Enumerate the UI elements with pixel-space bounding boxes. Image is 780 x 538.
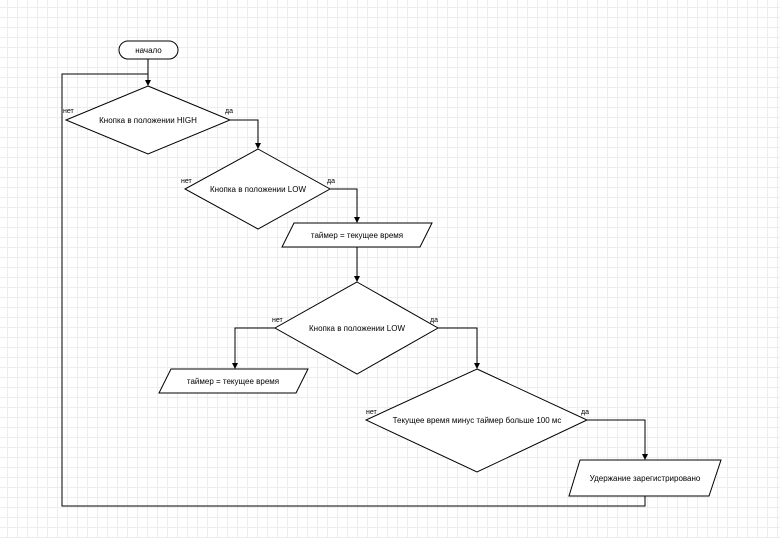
start-label: начало xyxy=(135,46,162,55)
set-timer-1-process: таймер = текущее время xyxy=(281,222,433,248)
set-timer-2-label: таймер = текущее время xyxy=(187,377,279,386)
edge-label-time-yes: да xyxy=(581,409,589,416)
decision-diamond xyxy=(364,368,589,473)
arrowhead xyxy=(354,217,360,223)
io-parallelogram xyxy=(281,222,433,248)
set-timer-1-label: таймер = текущее время xyxy=(311,231,403,240)
edge-low1-yes xyxy=(330,188,358,217)
check-low-2-decision: Кнопка в положении LOW xyxy=(273,281,440,375)
hold-registered-label: Удержание зарегистрировано xyxy=(590,474,701,483)
edge-high-yes xyxy=(230,119,259,143)
decision-diamond xyxy=(183,148,332,230)
arrowhead xyxy=(354,276,360,282)
edge-label-high-no: нет xyxy=(63,108,75,115)
check-low-1-label: Кнопка в положении LOW xyxy=(210,185,306,194)
edge-label-low2-yes: да xyxy=(430,317,438,324)
edge-time-yes xyxy=(587,419,646,454)
edge-low2-no xyxy=(234,327,275,363)
check-time-label: Текущее время минус таймер больше 100 мс xyxy=(393,416,562,425)
io-parallelogram xyxy=(568,459,722,497)
check-time-decision: Текущее время минус таймер больше 100 мс xyxy=(364,368,589,473)
check-low-2-label: Кнопка в положении LOW xyxy=(309,324,405,333)
arrowhead xyxy=(232,363,238,369)
set-timer-2-process: таймер = текущее время xyxy=(158,368,309,394)
edge-loop-back xyxy=(61,73,646,507)
arrowhead xyxy=(474,363,480,369)
edge-label-time-no: нет xyxy=(366,409,378,416)
check-high-label: Кнопка в положении HIGH xyxy=(99,116,197,125)
arrowhead xyxy=(642,454,648,460)
io-parallelogram xyxy=(158,368,309,394)
arrowhead xyxy=(145,80,151,86)
edge-label-low1-yes: да xyxy=(327,178,335,185)
edge-label-high-yes: да xyxy=(225,108,233,115)
arrowhead xyxy=(255,143,261,149)
start-node: начало xyxy=(118,40,179,60)
check-high-decision: Кнопка в положении HIGH xyxy=(64,85,232,155)
hold-registered-output: Удержание зарегистрировано xyxy=(568,459,722,497)
edge-low2-yes xyxy=(438,327,478,363)
start-terminator-shape xyxy=(118,40,179,60)
decision-diamond xyxy=(273,281,440,375)
decision-diamond xyxy=(64,85,232,155)
edge-label-low2-no: нет xyxy=(272,317,284,324)
check-low-1-decision: Кнопка в положении LOW xyxy=(183,148,332,230)
edge-label-low1-no: нет xyxy=(181,178,193,185)
